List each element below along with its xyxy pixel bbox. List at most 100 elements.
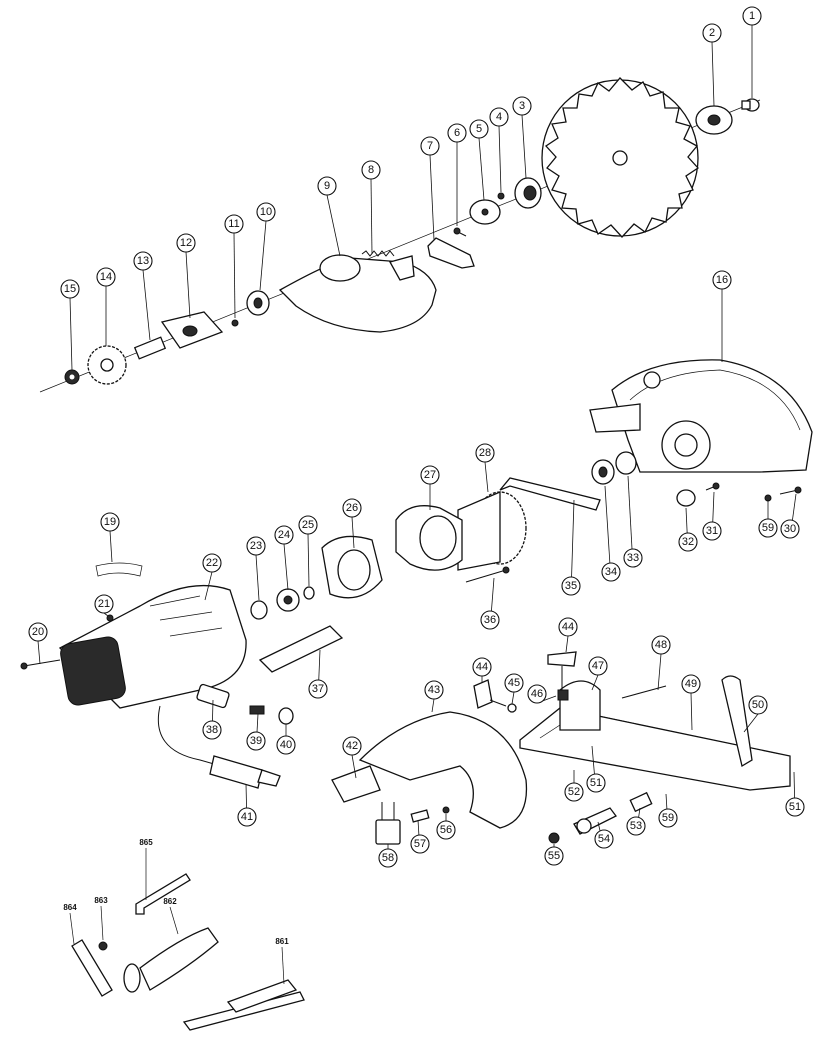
bushing-53	[629, 791, 653, 813]
callout-59-58: 59	[658, 793, 678, 828]
callout-50-47: 50	[743, 695, 768, 733]
washer-25	[303, 586, 315, 600]
callout-54-52: 54	[594, 821, 614, 849]
callout-label: 57	[414, 838, 426, 850]
accessory-label: 863	[94, 896, 108, 905]
callout-16-15: 16	[712, 270, 732, 362]
callout-33-29: 33	[623, 475, 643, 568]
callout-15-14: 15	[60, 279, 80, 371]
screw-20	[20, 659, 61, 670]
callout-6-5: 6	[447, 123, 467, 226]
callout-label: 32	[682, 536, 694, 548]
callout-24-21: 24	[274, 525, 294, 591]
ring-23	[250, 600, 268, 620]
saw-blade	[541, 77, 699, 238]
clip-57	[410, 809, 430, 823]
screw-4	[497, 192, 505, 200]
callout-label: 3	[519, 100, 525, 112]
screw-36	[465, 566, 510, 583]
callout-10-9: 10	[256, 202, 276, 291]
callout-47-44: 47	[588, 656, 608, 691]
bevel-bracket-47	[559, 680, 601, 731]
accessory-callout-861: 861	[275, 937, 289, 985]
callout-40-36: 40	[276, 724, 296, 755]
nut-55	[548, 832, 560, 844]
callout-59-57: 59	[758, 500, 778, 538]
power-cord	[157, 705, 281, 789]
callout-label: 53	[630, 820, 642, 832]
callout-label: 43	[428, 684, 440, 696]
callout-25-22: 25	[298, 515, 318, 587]
accessory-label: 865	[139, 838, 153, 847]
callout-label: 28	[479, 447, 491, 459]
upper-blade-guard	[278, 254, 437, 333]
callout-label: 39	[250, 735, 262, 747]
knob-44-side	[473, 679, 507, 709]
accessory-callout-862: 862	[163, 897, 179, 935]
wrench-864	[71, 939, 113, 997]
brush-cap-40	[278, 707, 294, 725]
callout-48-45: 48	[651, 635, 671, 691]
accessory-callout-863: 863	[94, 896, 108, 941]
callout-label: 55	[548, 850, 560, 862]
callout-12-11: 12	[176, 233, 196, 319]
pin-48	[621, 685, 667, 699]
armature-shaft-35	[499, 477, 601, 511]
lock-lever	[427, 237, 475, 269]
accessory-callout-864: 864	[63, 903, 77, 945]
bearing-15	[64, 369, 80, 385]
nut-863	[98, 941, 108, 951]
callout-label: 50	[752, 699, 764, 711]
callout-label: 41	[241, 811, 253, 823]
callout-label: 14	[100, 271, 112, 283]
callout-38-34: 38	[202, 699, 222, 740]
screw-56	[442, 806, 450, 814]
callout-58-56: 58	[378, 844, 398, 868]
accessory-label: 861	[275, 937, 289, 946]
callout-label: 46	[531, 688, 543, 700]
callout-56-54: 56	[436, 814, 456, 840]
callout-51-49: 51	[785, 771, 805, 817]
callout-label: 5	[476, 123, 482, 135]
callout-label: 44	[562, 621, 574, 633]
callout-label: 40	[280, 739, 292, 751]
callout-label: 7	[427, 140, 433, 152]
callout-55-53: 55	[544, 844, 564, 866]
callout-4-3: 4	[489, 107, 509, 193]
callout-30-26: 30	[780, 493, 800, 539]
callout-label: 52	[568, 786, 580, 798]
callout-22-19: 22	[202, 553, 222, 601]
callout-label: 22	[206, 557, 218, 569]
rip-fence-861	[182, 979, 305, 1031]
drive-gear	[87, 345, 127, 385]
callout-13-12: 13	[133, 251, 153, 341]
accessory-labels: 865 864 863 862 861	[63, 838, 289, 985]
accessory-label: 862	[163, 897, 177, 906]
callout-label: 59	[762, 522, 774, 534]
callout-35-31: 35	[561, 499, 581, 596]
callout-label: 58	[382, 852, 394, 864]
callout-label: 2	[709, 27, 715, 39]
cable-sleeve-37	[258, 625, 344, 673]
screw-6	[453, 227, 467, 237]
depth-bracket-50	[721, 675, 753, 768]
callout-label: 51	[789, 801, 801, 813]
callout-label: 20	[32, 626, 44, 638]
callout-label: 42	[346, 740, 358, 752]
callout-label: 19	[104, 516, 116, 528]
callout-label: 13	[137, 255, 149, 267]
callout-label: 31	[706, 525, 718, 537]
callout-label: 49	[685, 678, 697, 690]
callout-label: 21	[98, 598, 110, 610]
callout-26-23: 26	[342, 498, 362, 549]
callout-46-43: 46	[527, 684, 557, 704]
callout-11-10: 11	[224, 214, 244, 319]
gear-housing-plate	[160, 311, 224, 349]
callout-label: 44	[476, 661, 488, 673]
callout-label: 25	[302, 519, 314, 531]
bearing-24	[276, 588, 300, 612]
callout-53-51: 53	[626, 807, 646, 836]
callout-1-0: 1	[742, 6, 762, 98]
callout-label: 30	[784, 523, 796, 535]
